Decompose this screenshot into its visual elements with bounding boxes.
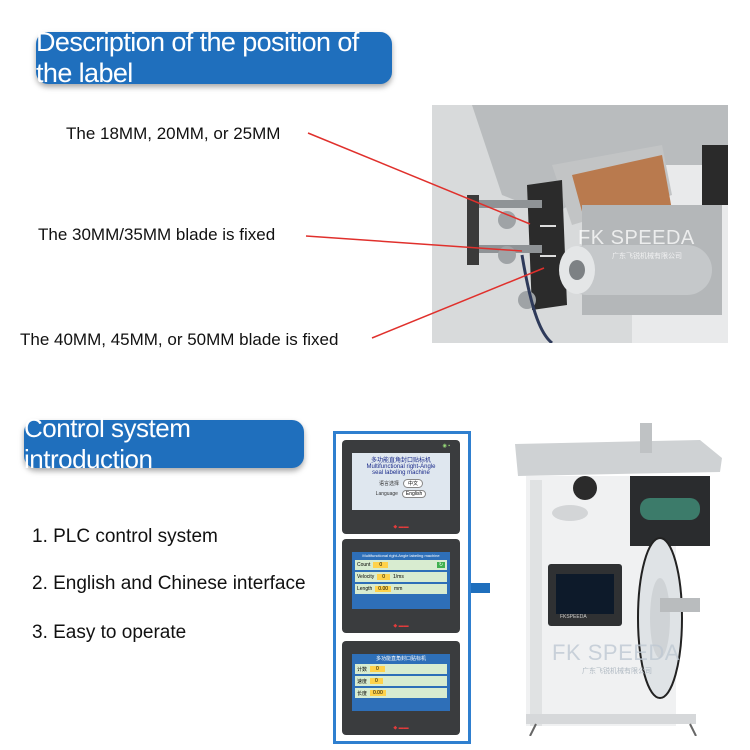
screen3-velocity-label: 速度 [357,678,368,685]
screen3-velocity-value: 0 [370,678,383,684]
screen-chinese-main: 多功能直角封口贴标机 计数 0 速度 0 长度 0.00 ◆ ▬▬ [342,641,460,735]
screen2-lcd: Multifunctional right-Angle labeling mac… [352,552,450,609]
screen2-header: Multifunctional right-Angle labeling mac… [362,553,440,558]
screen-indicator-icon: ◉ ▪ [442,443,450,449]
chinese-button[interactable]: 中文 [403,479,424,488]
screen2-velocity-unit: 1/ms [393,574,404,580]
screen1-line2: Multifunctional right-Angle [366,464,436,470]
screen1-line1: 多功能直角封口贴标机 [370,458,431,464]
screen1-lang-en-label: Language [375,491,398,497]
screen3-length-value: 0.00 [370,690,386,696]
screen1-line3: seal labeling machine [372,470,430,476]
label-18-20-25mm: The 18MM, 20MM, or 25MM [66,124,281,143]
screen1-lang-cn-label: 语言选择 [378,481,399,487]
screen1-lcd: 多功能直角封口贴标机 Multifunctional right-Angle s… [352,453,450,510]
labeling-head-illustration [432,105,728,343]
callout-line-1 [307,132,531,225]
screen2-velocity-value: 0 [377,574,391,580]
callout-line-3 [371,267,545,339]
screen2-length-value: 0.00 [375,586,392,592]
watermark-bottom: FK SPEEDA [552,640,680,665]
screen-language-select: ◉ ▪ 多功能直角封口贴标机 Multifunctional right-Ang… [342,440,460,534]
screen-english-main: Multifunctional right-Angle labeling mac… [342,539,460,633]
watermark-top-sub: 广东飞锐机械有限公司 [612,253,682,260]
label-40-45-50mm: The 40MM, 45MM, or 50MM blade is fixed [20,330,339,349]
screen1-brand-mark: ◆ ▬▬ [393,524,409,530]
bullet-plc: 1. PLC control system [32,526,218,547]
screen3-count-value: 0 [370,666,385,672]
screen3-brand-mark: ◆ ▬▬ [393,725,409,731]
labeling-machine-illustration [490,418,730,736]
screen2-velocity-label: Velocity [357,574,375,580]
section2-title-banner: Control system introduction [24,413,304,474]
screen3-length-label: 长度 [357,690,368,697]
screen2-length-label: Length [357,586,373,592]
refresh-icon[interactable]: ↻ [437,562,445,568]
screen3-lcd: 多功能直角封口贴标机 计数 0 速度 0 长度 0.00 [352,654,450,711]
screen3-header: 多功能直角封口贴标机 [375,656,426,662]
bullet-language: 2. English and Chinese interface [32,573,306,594]
section1-title: Description of the position of the label [36,27,359,88]
screen2-count-label: Count [357,562,371,568]
callout-line-2 [305,235,523,252]
watermark-top: FK SPEEDA [578,227,695,249]
bullet-easy: 3. Easy to operate [32,622,187,643]
english-button[interactable]: English [401,490,427,498]
section1-title-banner: Description of the position of the label [36,27,392,88]
blade-position-photo: FK SPEEDA 广东飞锐机械有限公司 [432,105,728,343]
control-screens-panel: ◉ ▪ 多功能直角封口贴标机 Multifunctional right-Ang… [333,431,471,744]
section2-title: Control system introduction [24,413,191,474]
device-brand: FKSPEEDA [560,614,587,620]
screen2-length-unit: mm [394,586,403,592]
screen2-brand-mark: ◆ ▬▬ [393,623,409,629]
machine-photo: FKSPEEDA FK SPEEDA 广东飞锐机械有限公司 [490,418,730,736]
watermark-bottom-sub: 广东飞锐机械有限公司 [582,668,652,675]
label-30-35mm: The 30MM/35MM blade is fixed [38,225,276,244]
screen2-count-value: 0 [373,562,389,568]
screen3-count-label: 计数 [357,666,368,673]
